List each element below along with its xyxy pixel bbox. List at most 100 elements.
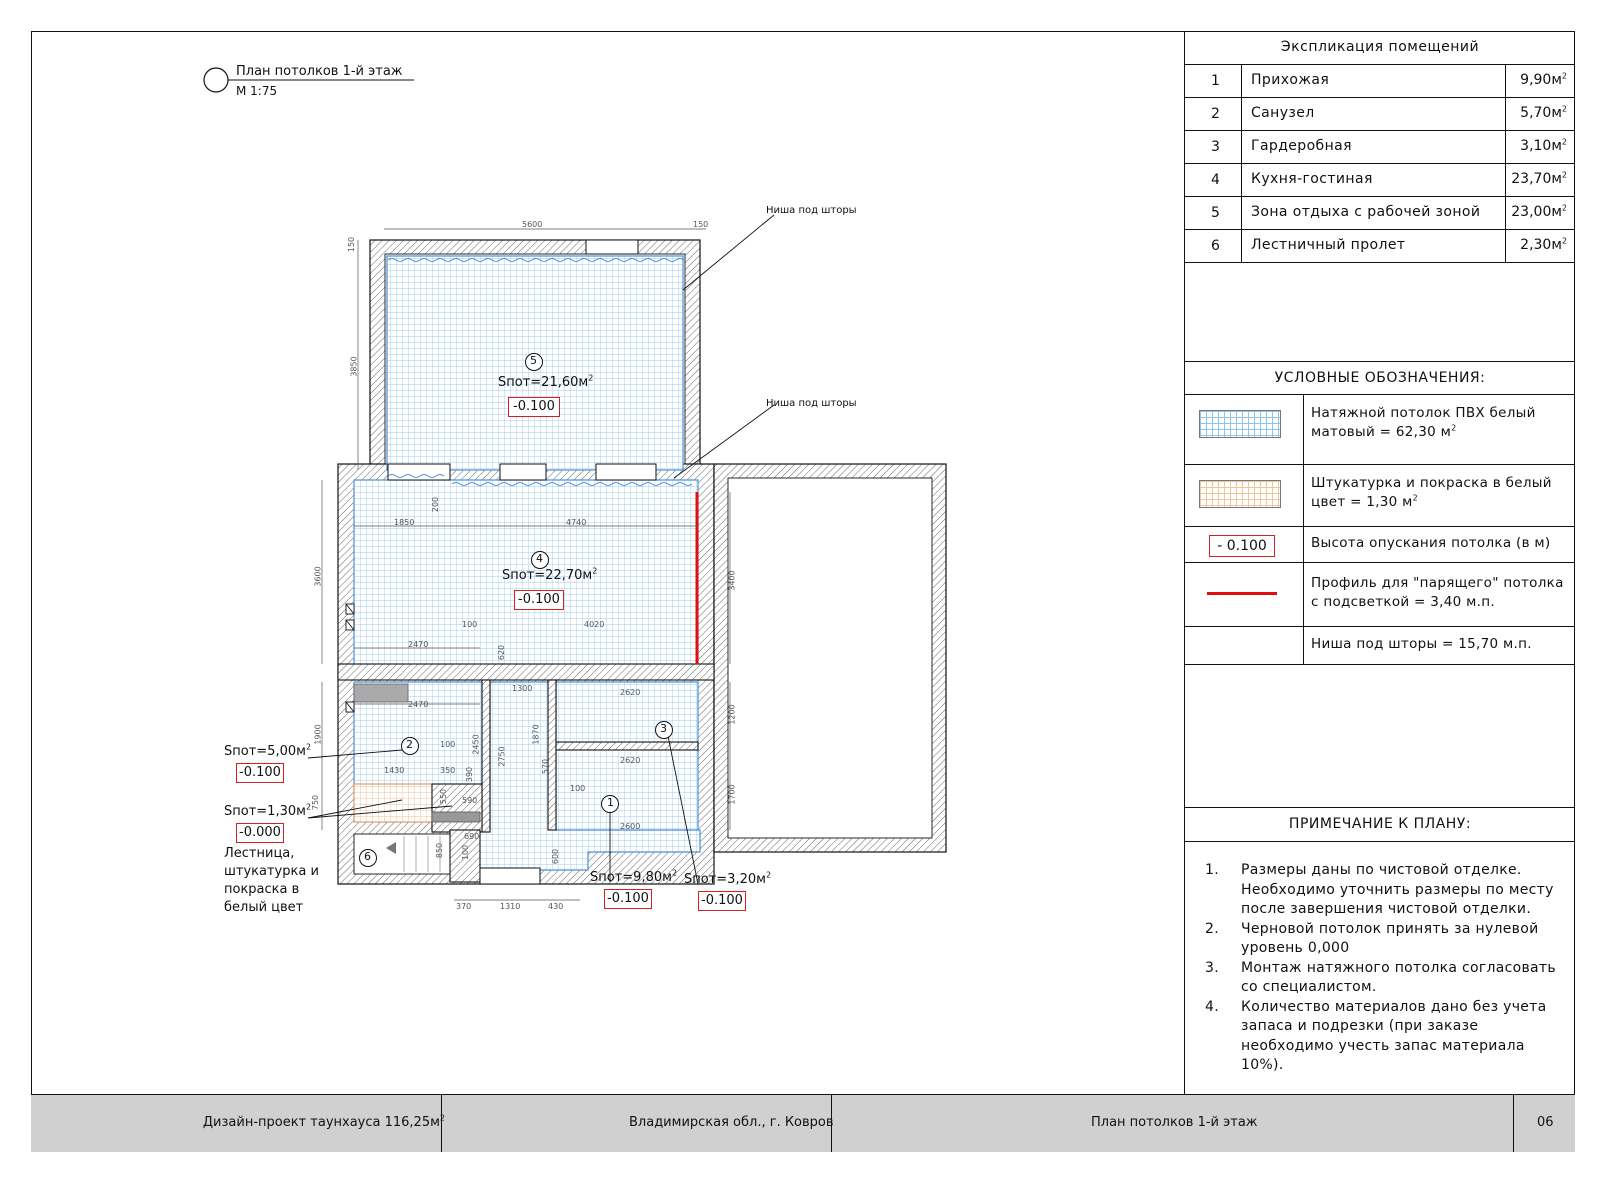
explication-row-2: 2 Санузел 5,70м2	[1185, 97, 1575, 130]
dim-left-room5: 3850	[349, 356, 359, 377]
callout-curtain-niche-1: Ниша под шторы	[766, 205, 857, 216]
plaster-swatch	[1199, 480, 1281, 508]
dim-600: 600	[551, 848, 561, 865]
dim-r4-100: 100	[462, 620, 478, 629]
stair-arrow-icon	[386, 842, 396, 854]
room2-number: 2	[406, 738, 413, 751]
explication-row-1: 1 Прихожая 9,90м2	[1185, 64, 1575, 97]
dim-bot-430: 430	[548, 902, 564, 911]
drawing-scale: М 1:75	[236, 84, 278, 98]
dim-r2-2450: 2450	[471, 734, 481, 755]
dim-r2-2750: 2750	[497, 746, 507, 767]
room5-level: -0.100	[508, 397, 560, 417]
footer-project: Дизайн-проект таунхауса 116,25м2	[202, 1113, 445, 1130]
dim-850: 850	[435, 842, 445, 859]
dim-r4-620: 620	[497, 644, 507, 661]
interior-walls	[337, 663, 715, 883]
shower-tray	[431, 811, 481, 823]
stair-note-2: штукатурка и	[224, 864, 319, 879]
legend-item-drop-height: - 0.100 Высота опускания потолка (в м)	[1185, 526, 1575, 562]
room2-area: Sпот=5,00м2	[224, 742, 312, 759]
dim-1200: 1200	[727, 704, 737, 725]
dim-r2-2470: 2470	[408, 700, 429, 709]
explication-title: Экспликация помещений	[1280, 39, 1480, 55]
room6-number: 6	[364, 850, 371, 863]
dim-r2-390: 390	[465, 766, 475, 783]
dim-r2-590: 590	[462, 796, 478, 805]
room1-number: 1	[607, 796, 614, 809]
dim-2600: 2600	[620, 822, 641, 831]
dim-2620b: 2620	[620, 756, 641, 765]
dim-left-750: 750	[311, 794, 321, 811]
dim-1300: 1300	[512, 684, 533, 693]
ceiling-plan-drawing	[203, 67, 947, 901]
red-profile-swatch	[1207, 592, 1277, 595]
dim-r2-350: 350	[440, 766, 456, 775]
ceiling-plaster-area	[353, 783, 433, 823]
dim-100c: 100	[461, 844, 471, 861]
dim-r2-1430: 1430	[384, 766, 405, 775]
plaster-level: -0.000	[236, 823, 284, 843]
legend-item-plaster: Штукатурка и покраска в белый цвет = 1,3…	[1185, 464, 1575, 526]
wall-neighbour-block	[713, 463, 947, 853]
dim-left-top: 150	[347, 236, 357, 253]
note-item-2: 2.Черновой потолок принять за нулевой ур…	[1205, 920, 1539, 957]
dim-r2-100: 100	[440, 740, 456, 749]
legend-item-floating-profile: Профиль для "парящего" потолка с подсвет…	[1185, 562, 1575, 626]
ceiling-room3	[555, 681, 699, 831]
stair-steps	[403, 836, 441, 872]
dim-top: 5600	[522, 220, 543, 229]
footer-sheet-number: 06	[1537, 1115, 1554, 1130]
room4-area: Sпот=22,70м2	[502, 566, 598, 583]
explication-row-3: 3 Гардеробная 3,10м2	[1185, 130, 1575, 163]
title-block-footer: Дизайн-проект таунхауса 116,25м2 Владими…	[31, 1094, 1575, 1152]
room2-level: -0.100	[236, 763, 284, 783]
callout-curtain-niche-2: Ниша под шторы	[766, 398, 857, 409]
drop-height-swatch: - 0.100	[1209, 535, 1275, 557]
legend-title: УСЛОВНЫЕ ОБОЗНАЧЕНИЯ:	[1274, 370, 1486, 386]
curtain-niche-lines	[387, 258, 693, 486]
dim-room4-a: 1850	[394, 518, 415, 527]
bathroom-fixture	[353, 683, 409, 703]
room-number-circles	[359, 353, 673, 867]
dim-100b: 100	[570, 784, 586, 793]
dim-right-room4: 3400	[727, 570, 737, 591]
footer-sheet-title: План потолков 1-й этаж	[1091, 1115, 1258, 1130]
stair-note-3: покраска в	[224, 882, 300, 897]
dimension-lines	[321, 228, 731, 901]
stair-note-1: Лестница,	[224, 846, 295, 861]
note-item-4: 4.Количество материалов дано без учета з…	[1205, 998, 1547, 1074]
room3-area: Sпот=3,20м2	[684, 870, 772, 887]
drawing-title-marker	[203, 67, 414, 93]
room5-number: 5	[530, 354, 537, 367]
note-item-3: 3.Монтаж натяжного потолка согласовать с…	[1205, 959, 1556, 996]
dim-top-right: 150	[693, 220, 709, 229]
room3-number: 3	[660, 722, 667, 735]
vent-boxes	[345, 603, 355, 713]
dim-r2-550: 550	[439, 788, 449, 805]
plaster-area: Sпот=1,30м2	[224, 802, 312, 819]
dim-1870: 1870	[531, 724, 541, 745]
dim-690: 690	[464, 832, 480, 841]
room3-level: -0.100	[698, 891, 746, 911]
room1-level: -0.100	[604, 889, 652, 909]
footer-location: Владимирская обл., г. Ковров	[629, 1115, 834, 1130]
dim-room4-b: 4740	[566, 518, 587, 527]
leader-lines	[307, 214, 775, 885]
room1-area: Sпот=9,80м2	[590, 868, 678, 885]
legend-item-stretch-ceiling: Натяжной потолок ПВХ белый матовый = 62,…	[1185, 394, 1575, 464]
dim-bot-370: 370	[456, 902, 472, 911]
notes-list: 1.Размеры даны по чистовой отделке. Необ…	[1205, 861, 1565, 1076]
room5-area: Sпот=21,60м2	[498, 373, 594, 390]
dim-1700: 1700	[727, 784, 737, 805]
note-item-1: 1.Размеры даны по чистовой отделке. Необ…	[1205, 862, 1554, 917]
room4-level: -0.100	[514, 590, 564, 610]
drawing-title: План потолков 1-й этаж	[236, 64, 403, 79]
dim-room4-c: 200	[431, 496, 441, 513]
explication-row-4: 4 Кухня-гостиная 23,70м2	[1185, 163, 1575, 196]
right-info-panel: Экспликация помещений 1 Прихожая 9,90м2 …	[1184, 31, 1575, 1094]
dim-2620a: 2620	[620, 688, 641, 697]
explication-row-6: 6 Лестничный пролет 2,30м2	[1185, 229, 1575, 262]
dim-r4-2470: 2470	[408, 640, 429, 649]
stretch-ceiling-swatch	[1199, 410, 1281, 438]
